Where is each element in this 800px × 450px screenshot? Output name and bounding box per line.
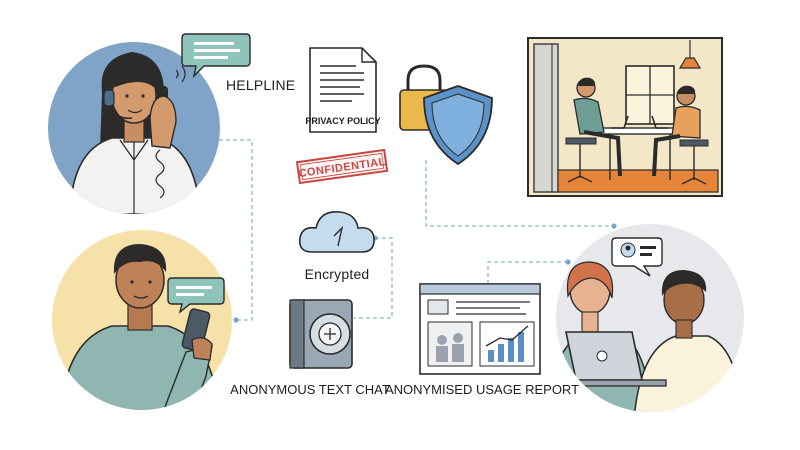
person-texting-illustration	[52, 230, 232, 410]
profile-chat-bubble-icon	[611, 237, 663, 277]
privacy-policy-document-icon	[309, 47, 377, 133]
confidential-stamp: CONFIDENTIAL	[295, 148, 389, 185]
secure-vault-icon	[289, 299, 353, 369]
chat-bubble-icon	[167, 277, 225, 314]
label-helpline: HELPLINE	[226, 77, 295, 93]
connector-lines	[205, 139, 614, 321]
label-privacy-policy: PRIVACY POLICY	[305, 116, 380, 126]
label-encrypted: Encrypted	[305, 266, 370, 282]
sound-waves-icon	[175, 65, 186, 83]
label-anonymised-usage-report: ANONYMISED USAGE REPORT	[385, 382, 579, 397]
connector-encrypted-to-chat	[354, 237, 393, 319]
speech-bubble-icon	[181, 33, 251, 79]
connector-helpline-to-chat	[205, 139, 253, 321]
office-meeting-illustration	[527, 37, 723, 197]
helpline-operator-illustration	[48, 33, 251, 214]
connector-shield-to-meeting	[425, 160, 614, 227]
connector-report-to-meeting	[487, 261, 568, 284]
label-anonymous-text-chat: ANONYMOUS TEXT CHAT	[230, 382, 390, 397]
encrypted-cloud-icon	[298, 211, 375, 253]
usage-report-dashboard-icon	[419, 283, 541, 375]
shield-icon	[423, 85, 493, 166]
